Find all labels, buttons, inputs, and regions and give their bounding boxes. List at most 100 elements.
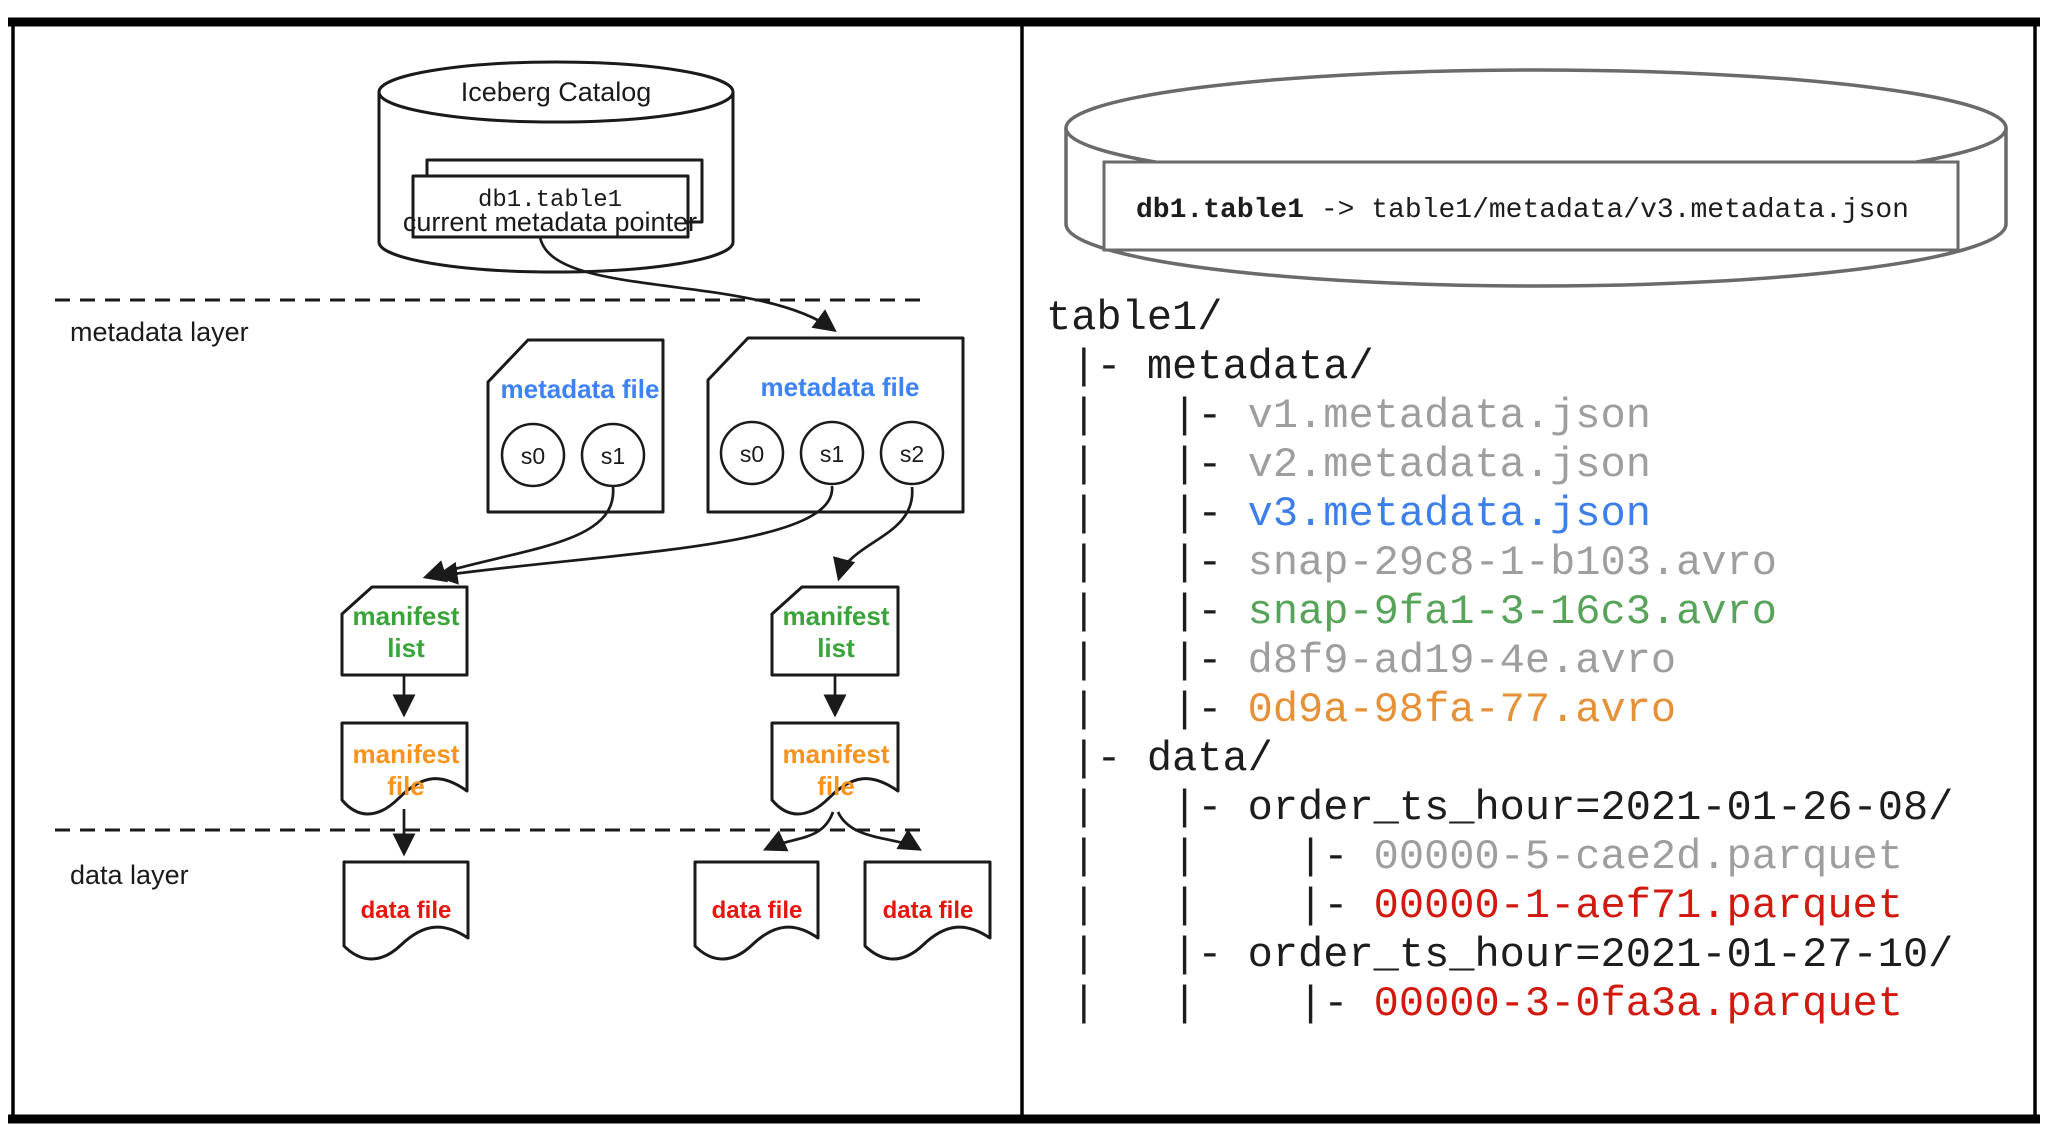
tree-row-prefix: | |- [1046,441,1248,489]
tree-row-prefix: | |- [1046,490,1248,538]
metadata-layer-label: metadata layer [70,317,249,347]
tree-row-prefix: | |- [1046,686,1248,734]
snapshot-s0-right-label: s0 [740,441,764,467]
tree-row-filename: metadata/ [1146,343,1374,391]
catalog-entry-arrow: -> [1304,195,1371,226]
tree-row: | |- snap-29c8-1-b103.avro [1046,539,1953,588]
snapshot-s1-right [799,420,865,486]
tree-row-filename: v1.metadata.json [1247,392,1651,440]
data-layer-label: data layer [70,860,189,890]
tree-row-prefix: | |- [1046,588,1248,636]
tree-row-filename: table1/ [1046,294,1223,342]
tree-row-filename: order_ts_hour=2021-01-27-10/ [1247,931,1954,979]
tree-row-prefix: | |- [1046,931,1248,979]
snapshot-s0-right [719,420,785,486]
manifest-file-left-label-2: file [387,771,425,801]
manifest-list-left: manifest list [340,585,469,677]
tree-row-filename: 00000-1-aef71.parquet [1373,882,1903,930]
manifest-list-right: manifest list [770,585,900,677]
tree-row-filename: order_ts_hour=2021-01-26-08/ [1247,784,1954,832]
tree-row: | | |- 00000-5-cae2d.parquet [1046,833,1953,882]
snapshot-s2-right-label: s2 [900,441,924,467]
tree-row-filename: 00000-3-0fa3a.parquet [1373,980,1903,1028]
snapshot-s1-left-label: s1 [601,443,625,469]
tree-row: | |- v3.metadata.json [1046,490,1953,539]
manifest-file-left-label-1: manifest [353,739,460,769]
tree-row: |- metadata/ [1046,343,1953,392]
tree-row-filename: v2.metadata.json [1247,441,1651,489]
arrow-s1-left-to-manifest-list [422,486,615,583]
tree-row-prefix: | |- [1046,392,1248,440]
manifest-file-left: manifest file [340,721,469,816]
arrow-manifest-file-to-data-file-3 [836,811,922,851]
tree-row: | | |- 00000-1-aef71.parquet [1046,882,1953,931]
tree-row-filename: snap-29c8-1-b103.avro [1247,539,1777,587]
tree-row: | |- d8f9-ad19-4e.avro [1046,637,1953,686]
catalog-entry-box [1102,160,1960,252]
pointer-table-name: db1.table1 [478,187,622,214]
tree-row: | |- order_ts_hour=2021-01-26-08/ [1046,784,1953,833]
snapshot-s1-right-label: s1 [820,441,844,467]
arrow-s1-right-to-manifest-list [434,485,834,585]
tree-row-prefix: | | |- [1046,980,1374,1028]
data-file-2-label: data file [712,897,803,924]
tree-row: | |- 0d9a-98fa-77.avro [1046,686,1953,735]
manifest-file-right-label-1: manifest [783,739,890,769]
tree-row-filename: 00000-5-cae2d.parquet [1373,833,1903,881]
data-file-3-label: data file [883,897,974,924]
manifest-list-left-label-1: manifest [353,601,460,631]
tree-row-prefix: |- [1046,735,1147,783]
pointer-card-front [411,174,690,239]
data-file-2: data file [693,860,820,961]
manifest-list-right-label-1: manifest [783,601,890,631]
data-file-3: data file [863,860,992,961]
manifest-list-right-label-2: list [817,633,855,663]
manifest-file-right: manifest file [770,721,900,816]
frame [8,17,2040,1124]
tree-row-filename: 0d9a-98fa-77.avro [1247,686,1677,734]
manifest-file-right-label-2: file [817,771,855,801]
metadata-file-left-label: metadata file [501,374,660,404]
metadata-file-right: metadata file s0 s1 s2 [706,336,965,514]
tree-row-prefix: | |- [1046,539,1248,587]
right-panel-catalog: db1.table1 -> table1/metadata/v3.metadat… [1064,68,2008,288]
tree-row-filename: v3.metadata.json [1247,490,1651,538]
tree-row-prefix: | |- [1046,637,1248,685]
flow-arrows [392,236,922,857]
tree-row: | |- order_ts_hour=2021-01-27-10/ [1046,931,1953,980]
data-file-1: data file [342,860,470,961]
iceberg-catalog-cylinder: Iceberg Catalog db1.table1 current metad… [377,60,735,274]
snapshot-s0-left-label: s0 [521,443,545,469]
data-file-1-label: data file [361,897,452,924]
arrow-manifest-file-to-data-file-2 [762,811,835,852]
snapshot-s2-right [879,420,945,486]
tree-row: | |- v2.metadata.json [1046,441,1953,490]
tree-row-prefix: | |- [1046,784,1248,832]
pointer-caption: current metadata pointer [403,207,697,237]
catalog-entry-text: db1.table1 -> table1/metadata/v3.metadat… [1136,195,1909,226]
file-tree: table1/ |- metadata/ | |- v1.metadata.js… [1046,294,1953,1029]
arrow-s2-to-manifest-list-right [833,486,914,582]
catalog-title: Iceberg Catalog [461,77,652,107]
tree-row-filename: data/ [1146,735,1273,783]
tree-row: table1/ [1046,294,1953,343]
manifest-list-left-label-2: list [387,633,425,663]
snapshot-s1-left [580,422,646,488]
tree-row-prefix: |- [1046,343,1147,391]
tree-row: | | |- 00000-3-0fa3a.parquet [1046,980,1953,1029]
metadata-file-left: metadata file s0 s1 [486,338,665,514]
metadata-file-right-label: metadata file [761,372,920,402]
tree-row: | |- v1.metadata.json [1046,392,1953,441]
tree-row: | |- snap-9fa1-3-16c3.avro [1046,588,1953,637]
arrow-catalog-to-metadata-file [538,236,837,333]
catalog-entry-path: table1/metadata/v3.metadata.json [1371,195,1909,226]
tree-row-prefix: | | |- [1046,882,1374,930]
left-panel: Iceberg Catalog db1.table1 current metad… [55,60,992,961]
tree-row-filename: snap-9fa1-3-16c3.avro [1247,588,1777,636]
snapshot-s0-left [500,422,566,488]
tree-row-filename: d8f9-ad19-4e.avro [1247,637,1677,685]
catalog-entry-key: db1.table1 [1136,195,1304,226]
tree-row-prefix: | | |- [1046,833,1374,881]
